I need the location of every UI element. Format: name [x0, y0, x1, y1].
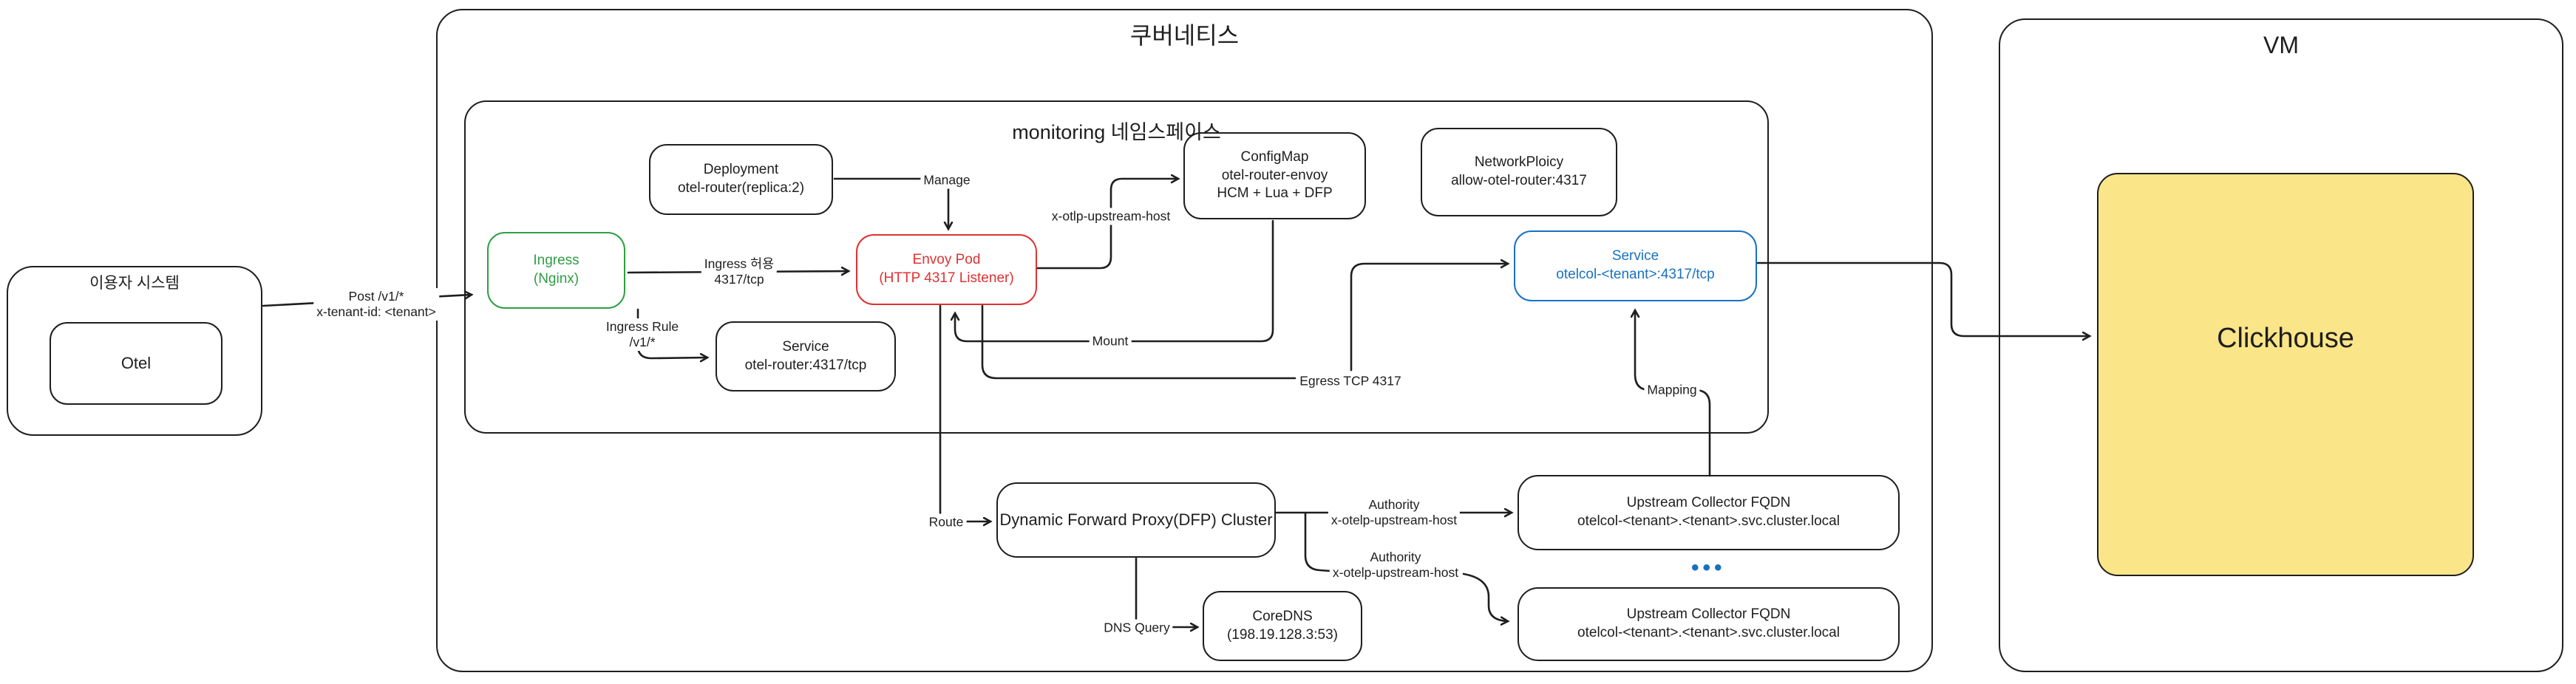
- vm-container: VM: [1999, 18, 2563, 672]
- upstream-collector-2-node: Upstream Collector FQDN otelcol-<tenant>…: [1518, 587, 1900, 661]
- otel-label: Otel: [120, 353, 152, 372]
- clickhouse-node: Clickhouse: [2097, 173, 2474, 576]
- edge-egress-from-envoy: [981, 304, 1297, 380]
- network-policy-node: NetworkPloicy allow-otel-router:4317: [1421, 128, 1617, 216]
- service-otel-router-node: Service otel-router:4317/tcp: [716, 321, 896, 391]
- dfp-cluster-node: Dynamic Forward Proxy(DFP) Cluster: [996, 482, 1276, 558]
- network-policy-label-line1: NetworkPloicy: [1474, 154, 1564, 171]
- upstream1-label-line1: Upstream Collector FQDN: [1626, 495, 1791, 511]
- ingress-node: Ingress (Nginx): [487, 232, 625, 309]
- authority1-line1: Authority: [1368, 497, 1420, 512]
- deployment-node: Deployment otel-router(replica:2): [649, 144, 833, 215]
- upstream2-label-line2: otelcol-<tenant>.<tenant>.svc.cluster.lo…: [1577, 625, 1840, 640]
- vm-title: VM: [2263, 32, 2299, 58]
- edge-label-x-otlp-upstream-host: x-otlp-upstream-host: [1048, 208, 1174, 225]
- post-label-line2: x-tenant-id: <tenant>: [316, 304, 436, 319]
- upstream1-label-line2: otelcol-<tenant>.<tenant>.svc.cluster.lo…: [1577, 513, 1840, 529]
- edge-egress-to-service: [1350, 264, 1508, 372]
- coredns-node: CoreDNS (198.19.128.3:53): [1203, 591, 1362, 661]
- configmap-label-line3: HCM + Lua + DFP: [1217, 185, 1333, 202]
- envoy-label-line1: Envoy Pod: [912, 252, 981, 268]
- ingress-label-line1: Ingress: [533, 253, 580, 269]
- otel-node: Otel: [50, 322, 222, 405]
- ingress-allow-line2: 4317/tcp: [714, 272, 764, 287]
- ingress-rule-line1: Ingress Rule: [605, 319, 679, 334]
- configmap-label-line1: ConfigMap: [1240, 148, 1309, 165]
- service-otel-router-label-line2: otel-router:4317/tcp: [744, 357, 867, 373]
- kubernetes-title: 쿠버네티스: [1129, 22, 1240, 49]
- edge-label-authority-1: Authority x-otelp-upstream-host: [1328, 496, 1461, 529]
- edge-mount: [955, 219, 1274, 343]
- kubernetes-container: 쿠버네티스: [436, 9, 1933, 672]
- edge-service-to-clickhouse: [1756, 261, 2090, 336]
- coredns-label-line2: (198.19.128.3:53): [1226, 626, 1338, 643]
- envoy-label-line2: (HTTP 4317 Listener): [879, 270, 1014, 286]
- edge-label-mount: Mount: [1089, 332, 1132, 350]
- authority2-line1: Authority: [1370, 550, 1421, 564]
- authority2-line2: x-otelp-upstream-host: [1332, 565, 1459, 580]
- deployment-label-line2: otel-router(replica:2): [677, 180, 805, 196]
- deployment-label-line1: Deployment: [703, 162, 779, 178]
- clickhouse-label: Clickhouse: [2217, 323, 2354, 354]
- post-label-line1: Post /v1/*: [348, 289, 404, 304]
- upstream2-label-line1: Upstream Collector FQDN: [1626, 606, 1791, 623]
- edge-label-egress: Egress TCP 4317: [1297, 372, 1404, 390]
- ingress-label-line2: (Nginx): [533, 271, 580, 287]
- edge-dfp-branch-down: [1304, 512, 1332, 572]
- edge-label-route: Route: [925, 513, 967, 531]
- user-system-title: 이용자 시스템: [89, 275, 180, 292]
- edge-label-authority-2: Authority x-otelp-upstream-host: [1329, 549, 1462, 581]
- service-otel-router-label-line1: Service: [782, 338, 829, 355]
- ingress-rule-line2: /v1/*: [629, 335, 656, 349]
- edge-label-ingress-allow: Ingress 허용 4317/tcp: [701, 256, 778, 288]
- edge-label-dns-query: DNS Query: [1101, 619, 1173, 637]
- service-otelcol-node: Service otelcol-<tenant>:4317/tcp: [1514, 230, 1757, 301]
- dfp-cluster-label: Dynamic Forward Proxy(DFP) Cluster: [999, 510, 1273, 529]
- ingress-allow-line1: Ingress 허용: [704, 256, 775, 271]
- edge-to-upstream2: [1462, 572, 1508, 621]
- edge-label-mapping: Mapping: [1644, 381, 1700, 399]
- upstream-collector-1-node: Upstream Collector FQDN otelcol-<tenant>…: [1518, 475, 1900, 550]
- network-policy-label-line2: allow-otel-router:4317: [1451, 173, 1587, 188]
- coredns-label-line1: CoreDNS: [1252, 608, 1313, 624]
- edge-label-post: Post /v1/* x-tenant-id: <tenant>: [313, 288, 439, 321]
- edge-label-ingress-rule: Ingress Rule /v1/*: [602, 318, 682, 351]
- configmap-label-line2: otel-router-envoy: [1221, 167, 1328, 183]
- authority1-line2: x-otelp-upstream-host: [1331, 513, 1458, 527]
- service-otelcol-label-line2: otelcol-<tenant>:4317/tcp: [1556, 267, 1715, 282]
- edge-label-manage: Manage: [920, 171, 973, 189]
- more-collectors-ellipsis: •••: [1691, 555, 1726, 580]
- configmap-node: ConfigMap otel-router-envoy HCM + Lua + …: [1183, 132, 1366, 219]
- user-system-container: 이용자 시스템: [7, 266, 262, 436]
- service-otelcol-label-line1: Service: [1611, 248, 1659, 264]
- envoy-pod-node: Envoy Pod (HTTP 4317 Listener): [856, 234, 1037, 305]
